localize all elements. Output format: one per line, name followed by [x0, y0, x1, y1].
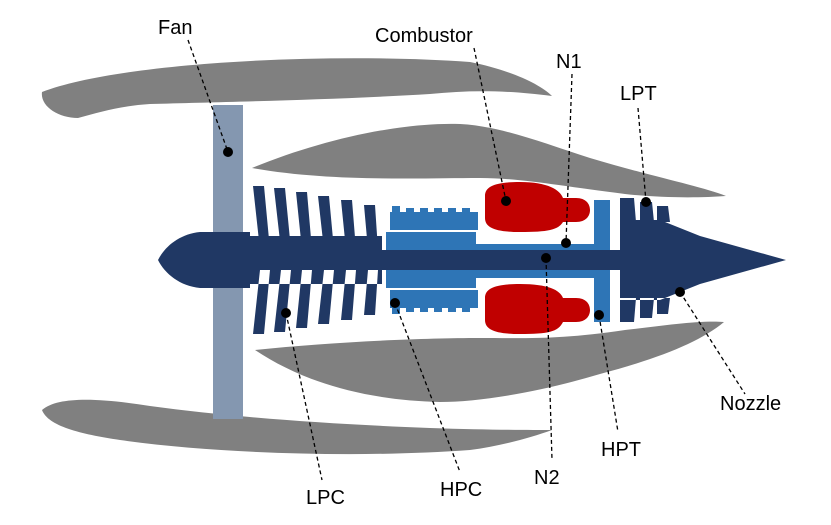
hpc-lower	[390, 290, 478, 314]
n1-label: N1	[556, 51, 582, 73]
n2-leader-line	[545, 257, 553, 461]
fan-label: Fan	[158, 17, 192, 39]
hpc-leader-line	[394, 302, 461, 473]
combustor-label: Combustor	[375, 25, 473, 47]
combustor-lower	[485, 284, 590, 334]
fan-marker-dot	[223, 147, 233, 157]
hpc-label: HPC	[440, 479, 482, 501]
nacelle-bottom	[42, 399, 552, 455]
high-pressure-shaft-upper	[386, 200, 610, 250]
lpt-and-nozzle	[620, 198, 786, 322]
lpc-marker-dot	[281, 308, 291, 318]
n2-marker-dot	[541, 253, 551, 263]
hpt-leader-line	[598, 314, 619, 433]
hpc-upper	[390, 206, 478, 230]
nacelle-top	[41, 58, 553, 118]
lpc-leader-line	[285, 312, 323, 481]
hpc-marker-dot	[390, 298, 400, 308]
lpt-label: LPT	[620, 83, 657, 105]
combustor-leader-line	[473, 47, 507, 202]
hpt-label: HPT	[601, 439, 641, 461]
high-pressure-shaft-lower	[386, 270, 610, 322]
n1-marker-dot	[561, 238, 571, 248]
nozzle-leader-line	[679, 291, 746, 395]
nozzle-marker-dot	[675, 287, 685, 297]
lpc-label: LPC	[306, 487, 345, 509]
combustor-upper	[485, 182, 590, 232]
hpt-marker-dot	[594, 310, 604, 320]
core-cowl-top	[252, 123, 726, 198]
n2-label: N2	[534, 467, 560, 489]
fan-leader-line	[187, 39, 229, 153]
nozzle-label: Nozzle	[720, 393, 781, 415]
lpt-marker-dot	[641, 197, 651, 207]
n1-leader-line	[565, 73, 573, 244]
lpt-leader-line	[637, 107, 647, 203]
core-cowl-bottom	[255, 321, 724, 402]
spinner	[158, 232, 250, 288]
lpc-rotor	[248, 186, 382, 334]
combustor-marker-dot	[501, 196, 511, 206]
